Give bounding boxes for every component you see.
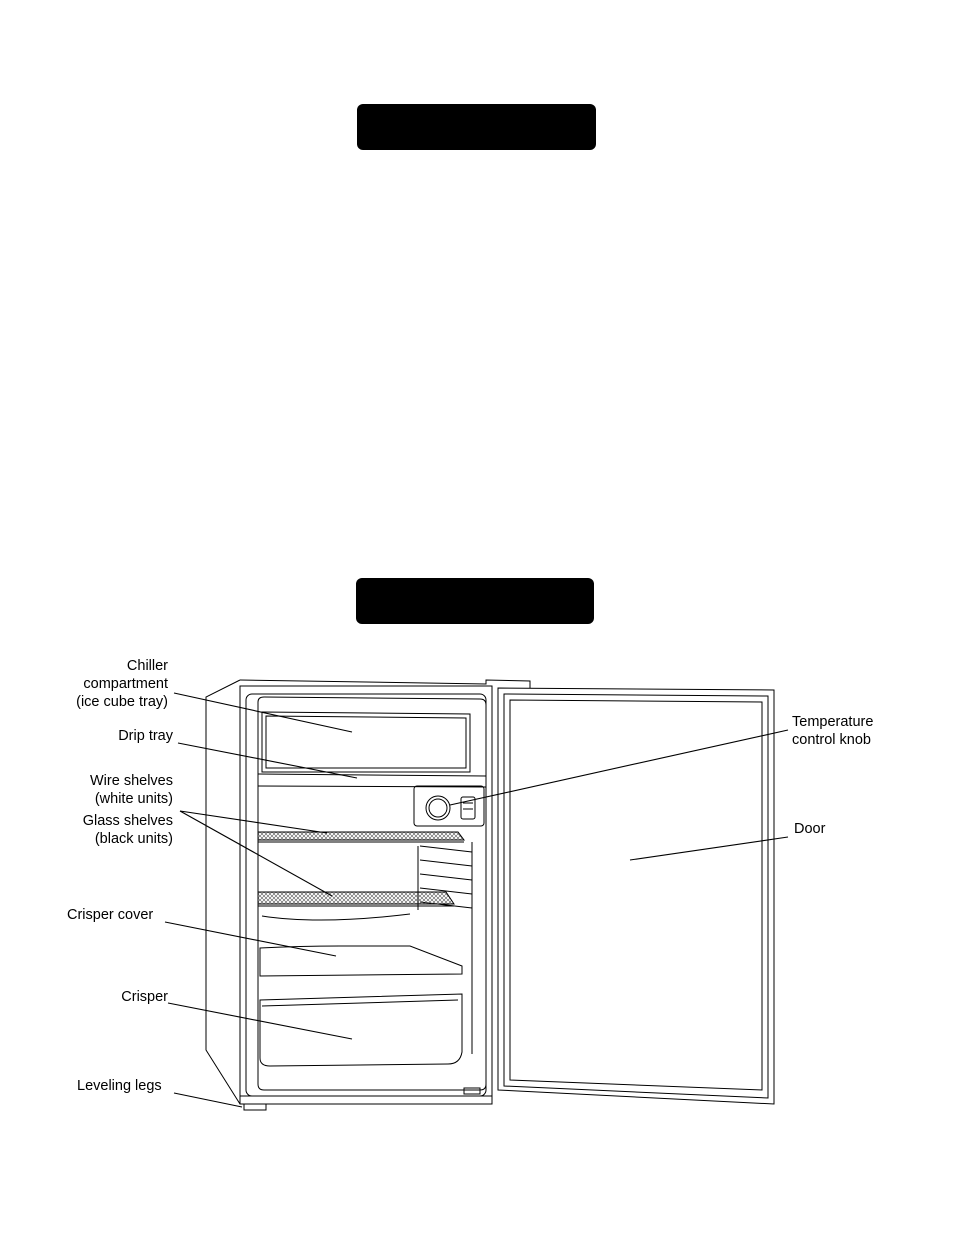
middle-banner xyxy=(356,578,594,624)
leveling-foot-left xyxy=(244,1104,266,1110)
chiller-compartment-label: Chiller compartment (ice cube tray) xyxy=(76,658,168,710)
glass-shelves-label: Glass shelves (black units) xyxy=(82,813,173,847)
crisper-shape xyxy=(260,994,462,1066)
temperature-knob xyxy=(426,796,450,820)
cavity-outline xyxy=(258,697,486,1090)
lower-shelf xyxy=(258,892,454,904)
leader-drip-tray xyxy=(178,743,357,778)
cabinet-front xyxy=(240,686,492,1104)
leader-shelves-lower xyxy=(180,811,332,896)
crisper-cover-shape xyxy=(260,946,462,976)
upper-shelf xyxy=(258,832,464,840)
cabinet-top-edge xyxy=(240,680,530,688)
door-label: Door xyxy=(794,821,826,837)
crisper-cover-label: Crisper cover xyxy=(67,907,154,923)
wire-shelves-label: Wire shelves (white units) xyxy=(90,773,173,807)
chiller-compartment xyxy=(262,712,470,772)
leader-crisper-cover xyxy=(165,922,336,956)
drip-tray-shape xyxy=(258,774,486,787)
door-panel xyxy=(498,688,774,1104)
temperature-knob-label: Temperature control knob xyxy=(792,714,874,748)
leveling-legs-label: Leveling legs xyxy=(77,1078,162,1094)
top-banner xyxy=(357,104,596,150)
leader-chiller xyxy=(174,693,352,732)
leader-crisper xyxy=(168,1003,352,1039)
crisper-label: Crisper xyxy=(121,989,168,1005)
drip-tray-label: Drip tray xyxy=(118,728,173,744)
leader-shelves-upper xyxy=(180,811,327,833)
control-housing xyxy=(414,786,484,826)
cabinet-left-side xyxy=(206,680,240,1104)
leader-temperature-knob xyxy=(450,730,788,805)
leader-door xyxy=(630,837,788,860)
leveling-foot-right xyxy=(464,1088,480,1094)
leader-leveling-legs xyxy=(174,1093,242,1107)
